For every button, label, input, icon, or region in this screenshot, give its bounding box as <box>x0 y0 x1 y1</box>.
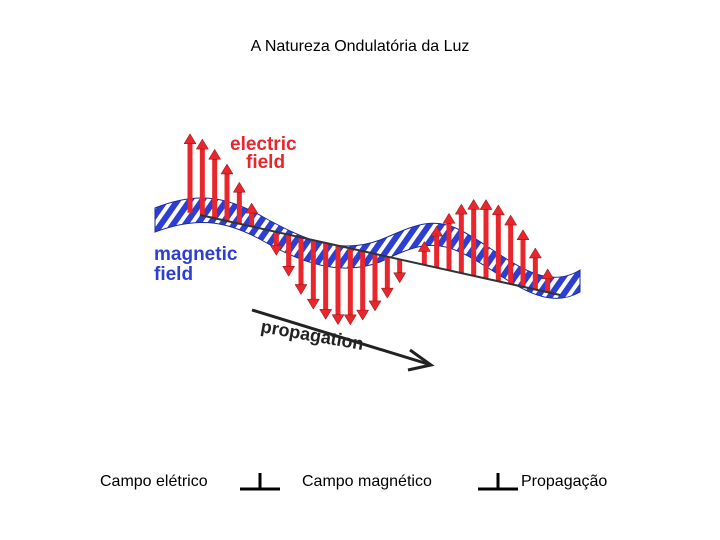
perpendicular-icon-2 <box>478 473 518 491</box>
propagation-arrow-icon <box>251 308 435 372</box>
electric-field-label: electric <box>230 134 297 155</box>
electric-vector-arrowhead <box>541 268 555 280</box>
electric-vector-arrowhead <box>393 272 407 284</box>
electric-vector-arrowhead <box>269 245 283 256</box>
electric-vector-arrowhead <box>528 247 542 259</box>
electric-vector-arrowhead <box>331 314 345 326</box>
em-wave-figure: electric field magnetic field propagatio… <box>154 133 581 372</box>
slide-title: A Natureza Ondulatória da Luz <box>250 38 470 55</box>
electric-vector-arrowhead <box>491 204 505 216</box>
caption-electric: Campo elétrico <box>100 473 208 490</box>
electric-vector-arrowhead <box>319 309 333 320</box>
electric-vector-arrowhead <box>220 163 234 175</box>
electric-vector-arrowhead <box>306 298 320 310</box>
electric-vector-arrowhead <box>479 199 493 210</box>
wave-axis <box>199 214 561 296</box>
electric-vector-arrowhead <box>516 229 530 240</box>
electric-vector-arrowhead <box>380 287 394 299</box>
electric-vector-arrowhead <box>356 309 370 321</box>
electric-vector-arrowhead <box>504 214 518 226</box>
electric-vector-arrowhead <box>183 133 197 145</box>
caption-row: Campo elétrico Campo magnético Propagaçã… <box>0 471 720 501</box>
electric-vector-arrowhead <box>195 138 209 150</box>
perpendicular-icon <box>240 473 280 491</box>
magnetic-field-label: magnetic <box>154 244 238 265</box>
electric-vector-arrowhead <box>368 300 382 312</box>
electric-vector-arrowhead <box>454 203 468 215</box>
electric-vector-arrowhead <box>430 225 444 237</box>
electric-vector-arrowhead <box>245 202 259 214</box>
electric-vector-arrowhead <box>208 148 222 160</box>
electric-vector-arrowhead <box>343 314 357 326</box>
electric-vector-arrowhead <box>467 198 481 210</box>
electric-vector-arrowhead <box>294 284 308 295</box>
caption-magnetic: Campo magnético <box>302 473 432 490</box>
caption-propagation: Propagação <box>521 473 608 490</box>
electric-vector-arrowhead <box>232 181 246 193</box>
electric-vector-arrowhead <box>442 212 456 224</box>
electric-vector-arrowhead <box>282 265 296 277</box>
electric-field-wave <box>183 133 555 326</box>
electric-vector-arrowhead <box>417 240 431 252</box>
electric-field-label-2: field <box>246 152 285 173</box>
magnetic-field-label-2: field <box>154 264 193 285</box>
